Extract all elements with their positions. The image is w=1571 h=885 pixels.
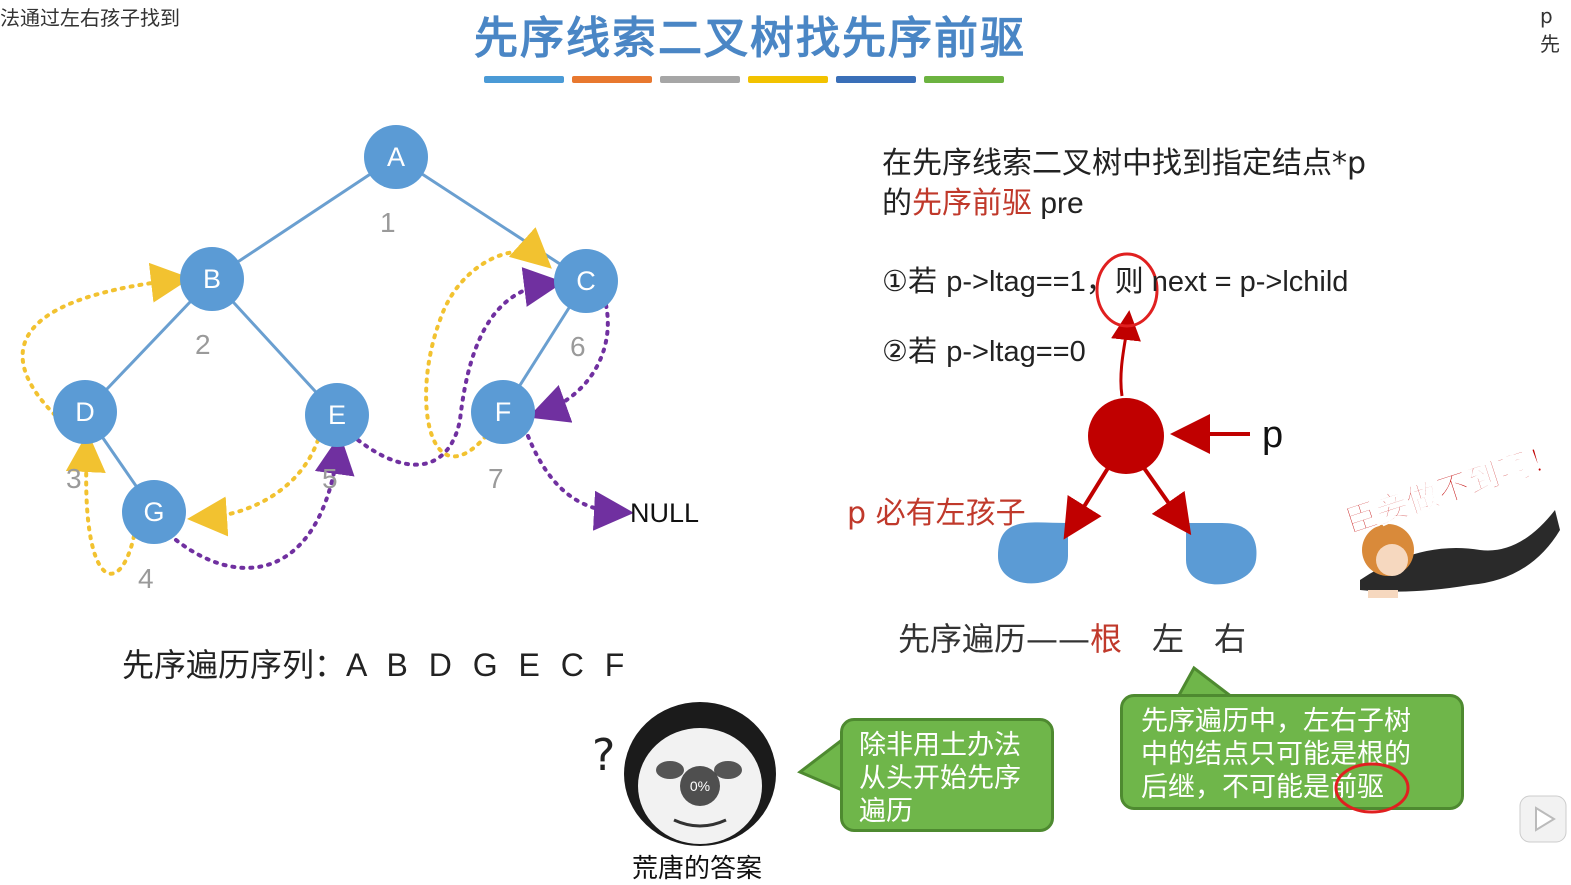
p-subtree-diagram [998, 252, 1257, 585]
accent-bar [660, 76, 740, 83]
thread-d-to-b [20, 262, 191, 417]
cond2-code: p->ltag==0 [946, 336, 1086, 368]
right-subtree-shape [1186, 523, 1257, 585]
preorder-sequence: 先序遍历序列：A B D G E C F [122, 640, 630, 686]
node-label-d: D [75, 397, 95, 427]
bubble-line: 除非用土办法 [859, 730, 1021, 761]
cond1-prefix: ①若 [882, 264, 947, 298]
bubble-line: 先序遍历中，左右子树 [1141, 706, 1411, 737]
slide-title: 先序线索二叉树找先序前驱 [474, 13, 1026, 64]
svg-text:?: ? [592, 730, 615, 781]
edge-a-b [211, 155, 397, 281]
bubble-line: 遍历 [859, 796, 913, 827]
annotation-arrow [1111, 310, 1141, 397]
node-label-g: G [143, 497, 164, 527]
bubble-line: 后继，不可能是前驱 [1141, 772, 1384, 803]
accent-bar-strip [484, 76, 1004, 83]
node-b [180, 247, 244, 311]
order-number: 3 [66, 463, 82, 494]
accent-bar [924, 76, 1004, 83]
thread-c-to-f [527, 303, 610, 423]
order-root: 根 [1090, 620, 1123, 658]
preorder-rule: 先序遍历——根左右 [898, 614, 1246, 660]
tree-edges [83, 155, 588, 513]
explanation-line-2: 的先序前驱 pre [882, 178, 1084, 222]
predecessor-threads [20, 227, 552, 576]
order-left: 左 [1152, 620, 1185, 658]
node-g [122, 480, 186, 544]
node-f [471, 380, 535, 444]
order-number: 5 [322, 463, 338, 494]
subtitle-fragment-right: p先 [1540, 4, 1560, 56]
speech-bubble-left: 除非用土办法 从头开始先序 遍历 [840, 718, 1054, 832]
order-number: 4 [138, 563, 154, 594]
node-e [305, 383, 369, 447]
panda-meme-image: ? 0% [592, 702, 776, 846]
condition-2: ②若 p->ltag==0 [882, 328, 1086, 370]
edge-p-right [1142, 466, 1192, 536]
accent-bar [484, 76, 564, 83]
p-label: p [1262, 414, 1284, 456]
edge-p-left [1063, 466, 1110, 540]
bubble-line: 中的结点只可能是根的 [1141, 739, 1411, 770]
explanation-line-1: 在先序线索二叉树中找到指定结点*p [882, 146, 1367, 181]
node-label-c: C [576, 266, 596, 296]
node-label-b: B [203, 264, 221, 294]
tree-nodes: A B C D E F G [53, 125, 618, 544]
cond2-prefix: ②若 [882, 334, 947, 368]
preorder-numbers: 1 2 3 4 5 6 7 [66, 207, 586, 594]
annotation-circle-ltag [1095, 252, 1159, 328]
node-label-e: E [328, 400, 346, 430]
play-button-icon[interactable] [1518, 790, 1568, 850]
order-number: 2 [195, 329, 211, 360]
line2-highlight: 先序前驱 [912, 186, 1032, 221]
accent-bar [836, 76, 916, 83]
thread-e-to-g [187, 438, 320, 537]
order-prefix: 先序遍历—— [898, 620, 1091, 658]
p-node [1088, 398, 1164, 474]
order-number: 6 [570, 331, 586, 362]
kneeling-girl-sticker: 臣妾做不到啊！ [1340, 430, 1570, 610]
null-label: NULL [630, 498, 700, 528]
thread-f-to-null [526, 434, 634, 531]
condition-1: ①若 p->ltag==1，则 next = p->lchild [882, 258, 1348, 300]
speech-bubble-right: 先序遍历中，左右子树 中的结点只可能是根的 后继，不可能是前驱 [1120, 694, 1464, 810]
order-right: 右 [1214, 620, 1247, 658]
node-a [364, 125, 428, 189]
thread-g-to-e [174, 434, 355, 570]
edge-a-c [395, 155, 587, 283]
meme-caption: 荒唐的答案 [632, 854, 763, 884]
subtitle-fragment-left: 法通过左右孩子找到 [0, 6, 180, 30]
thread-g-to-d [65, 432, 136, 576]
progress-badge: 0% [690, 778, 710, 794]
sequence-value: A B D G E C F [346, 647, 631, 683]
cond1-code: p->ltag==1，则 next = p->lchild [946, 266, 1349, 298]
node-label-f: F [495, 397, 512, 427]
order-number: 7 [488, 463, 504, 494]
left-child-note: p 必有左孩子 [847, 496, 1026, 531]
node-c [554, 249, 618, 313]
node-d [53, 380, 117, 444]
left-subtree-shape [998, 522, 1068, 584]
thread-f-to-c [424, 227, 552, 459]
node-label-a: A [387, 142, 405, 172]
sequence-label: 先序遍历序列： [122, 646, 347, 684]
accent-bar [572, 76, 652, 83]
successor-threads [174, 267, 634, 570]
bubble-line: 从头开始先序 [859, 763, 1021, 794]
accent-bar [748, 76, 828, 83]
order-number: 1 [380, 207, 396, 238]
line2-prefix: 的 [882, 186, 912, 221]
line2-suffix: pre [1032, 187, 1084, 220]
